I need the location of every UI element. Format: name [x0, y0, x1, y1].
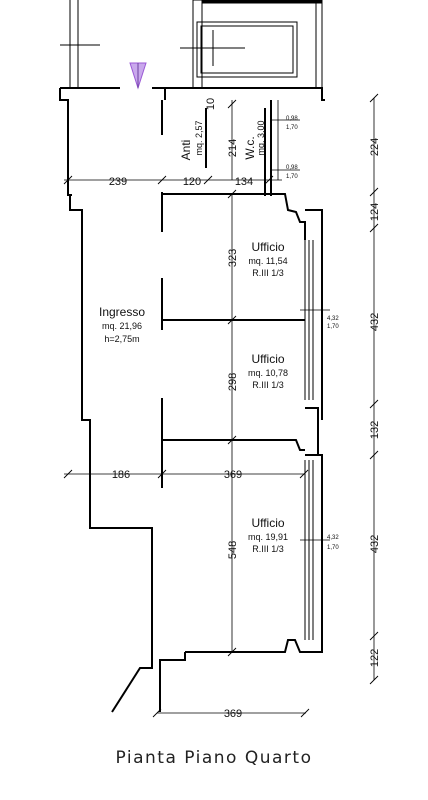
window-1-bottom: 1,70 — [286, 125, 298, 131]
facade-windows — [304, 240, 314, 640]
room-ufficio-3-area: mq. 19,91 — [248, 532, 288, 542]
dimension-lines — [64, 98, 375, 714]
room-ufficio-2-ratio: R.III 1/3 — [252, 380, 284, 390]
plan-caption: Pianta Piano Quarto — [115, 748, 313, 768]
dimension-ticks — [63, 93, 379, 718]
entry-arrow-icon — [129, 62, 147, 90]
room-ufficio-2-name: Ufficio — [251, 352, 284, 366]
room-ingresso-area: mq. 21,96 — [102, 321, 142, 331]
dim-298: 298 — [227, 373, 239, 391]
upper-structures — [60, 0, 323, 89]
window-1-top: 0,98 — [286, 116, 298, 122]
room-wc-area: mq. 3,00 — [256, 120, 266, 155]
room-ufficio-1-area: mq. 11,54 — [248, 256, 287, 266]
dim-214: 214 — [227, 139, 239, 157]
room-ufficio-1-name: Ufficio — [251, 240, 284, 254]
dim-right-224: 224 — [369, 138, 381, 156]
dim-120: 120 — [183, 176, 201, 188]
dim-10: 10 — [205, 98, 217, 110]
dim-right-124: 124 — [369, 203, 381, 221]
window-2-top: 0,98 — [286, 165, 298, 171]
window-2-bottom: 1,70 — [286, 174, 298, 180]
dim-239: 239 — [109, 176, 127, 188]
dim-right-132: 132 — [369, 421, 381, 439]
dim-323: 323 — [227, 249, 239, 267]
walls — [59, 87, 325, 713]
dim-134: 134 — [235, 176, 253, 188]
room-anti-name: Anti — [179, 140, 193, 161]
room-ufficio-3-name: Ufficio — [251, 516, 284, 530]
window-3-top: 4,32 — [327, 316, 339, 322]
room-wc-name: W.c. — [243, 136, 257, 159]
dim-186: 186 — [112, 469, 130, 481]
dim-369-bottom: 369 — [224, 708, 242, 720]
room-ufficio-3-ratio: R.III 1/3 — [252, 544, 284, 554]
window-3-bottom: 1,70 — [327, 324, 339, 330]
dim-right-432a: 432 — [369, 313, 381, 331]
room-ufficio-2-area: mq. 10,78 — [248, 368, 288, 378]
room-ingresso-name: Ingresso — [99, 305, 145, 319]
dim-right-432b: 432 — [369, 535, 381, 553]
dim-548: 548 — [227, 541, 239, 559]
dim-369-mid: 369 — [224, 469, 242, 481]
room-ingresso-height: h=2,75m — [104, 334, 139, 344]
window-4-top: 4,32 — [327, 535, 339, 541]
room-ufficio-1-ratio: R.III 1/3 — [252, 268, 284, 278]
room-anti-area: mq. 2,57 — [194, 120, 204, 155]
window-4-bottom: 1,70 — [327, 545, 339, 551]
dim-right-122: 122 — [369, 649, 381, 667]
